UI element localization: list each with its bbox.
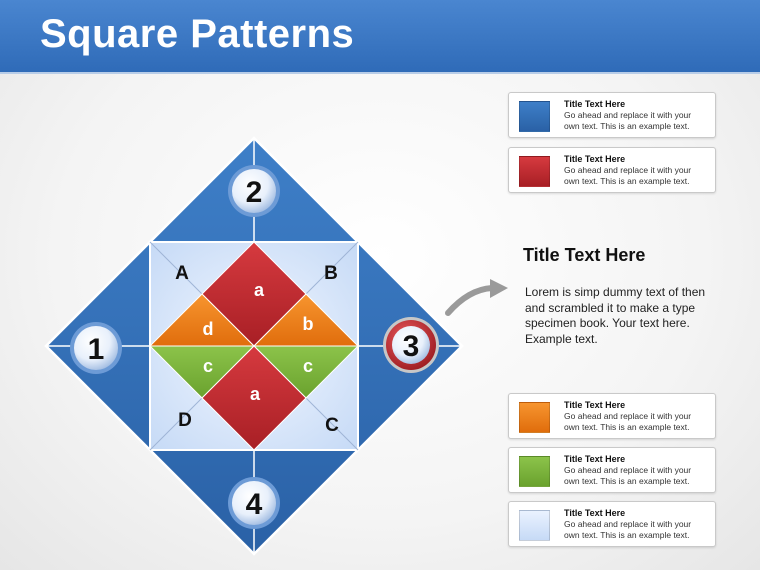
svg-text:3: 3 xyxy=(403,330,420,363)
corner-label-b: B xyxy=(324,263,338,284)
legend-swatch-red xyxy=(519,156,550,187)
legend-item-light-blue: Title Text Here Go ahead and replace it … xyxy=(508,501,716,547)
number-ball-1: 1 xyxy=(70,322,122,374)
legend-item-red: Title Text Here Go ahead and replace it … xyxy=(508,147,716,193)
svg-text:1: 1 xyxy=(88,333,105,366)
cell-label-right: b xyxy=(303,314,314,334)
number-ball-3: 3 xyxy=(383,317,439,373)
legend-swatch-green xyxy=(519,456,550,487)
side-title: Title Text Here xyxy=(523,245,646,265)
cell-label-lower-right: c xyxy=(303,356,313,376)
page-title: Square Patterns xyxy=(40,12,355,56)
number-ball-4: 4 xyxy=(228,477,280,529)
cell-label-bottom: a xyxy=(250,384,261,404)
legend-text: Go ahead and replace it with your own te… xyxy=(564,110,692,131)
cell-bottom-red xyxy=(201,345,307,451)
title-bar: Square Patterns xyxy=(0,0,760,74)
curved-arrow-icon xyxy=(445,279,508,316)
legend-title: Title Text Here xyxy=(564,454,626,464)
number-ball-2: 2 xyxy=(228,165,280,217)
legend-swatch-blue xyxy=(519,101,550,132)
legend-item-orange: Title Text Here Go ahead and replace it … xyxy=(508,393,716,439)
legend-swatch-orange xyxy=(519,402,550,433)
svg-text:2: 2 xyxy=(246,176,263,209)
cell-label-lower-left: c xyxy=(203,356,213,376)
legend-title: Title Text Here xyxy=(564,99,626,109)
legend-title: Title Text Here xyxy=(564,400,626,410)
side-text: Lorem is simp dummy text of then and scr… xyxy=(525,285,706,346)
legend-text: Go ahead and replace it with your own te… xyxy=(564,519,692,540)
legend-text: Go ahead and replace it with your own te… xyxy=(564,411,692,432)
cell-label-top: a xyxy=(254,280,265,300)
corner-label-d: D xyxy=(178,410,192,431)
legend-text: Go ahead and replace it with your own te… xyxy=(564,165,692,186)
legend-item-green: Title Text Here Go ahead and replace it … xyxy=(508,447,716,493)
svg-text:4: 4 xyxy=(246,488,263,521)
legend-text: Go ahead and replace it with your own te… xyxy=(564,465,692,486)
legend-item-blue: Title Text Here Go ahead and replace it … xyxy=(508,92,716,138)
legend-swatch-light-blue xyxy=(519,510,550,541)
corner-label-c: C xyxy=(325,415,339,436)
corner-label-a: A xyxy=(175,263,189,284)
legend-title: Title Text Here xyxy=(564,508,626,518)
cell-label-left: d xyxy=(203,319,214,339)
legend-title: Title Text Here xyxy=(564,154,626,164)
